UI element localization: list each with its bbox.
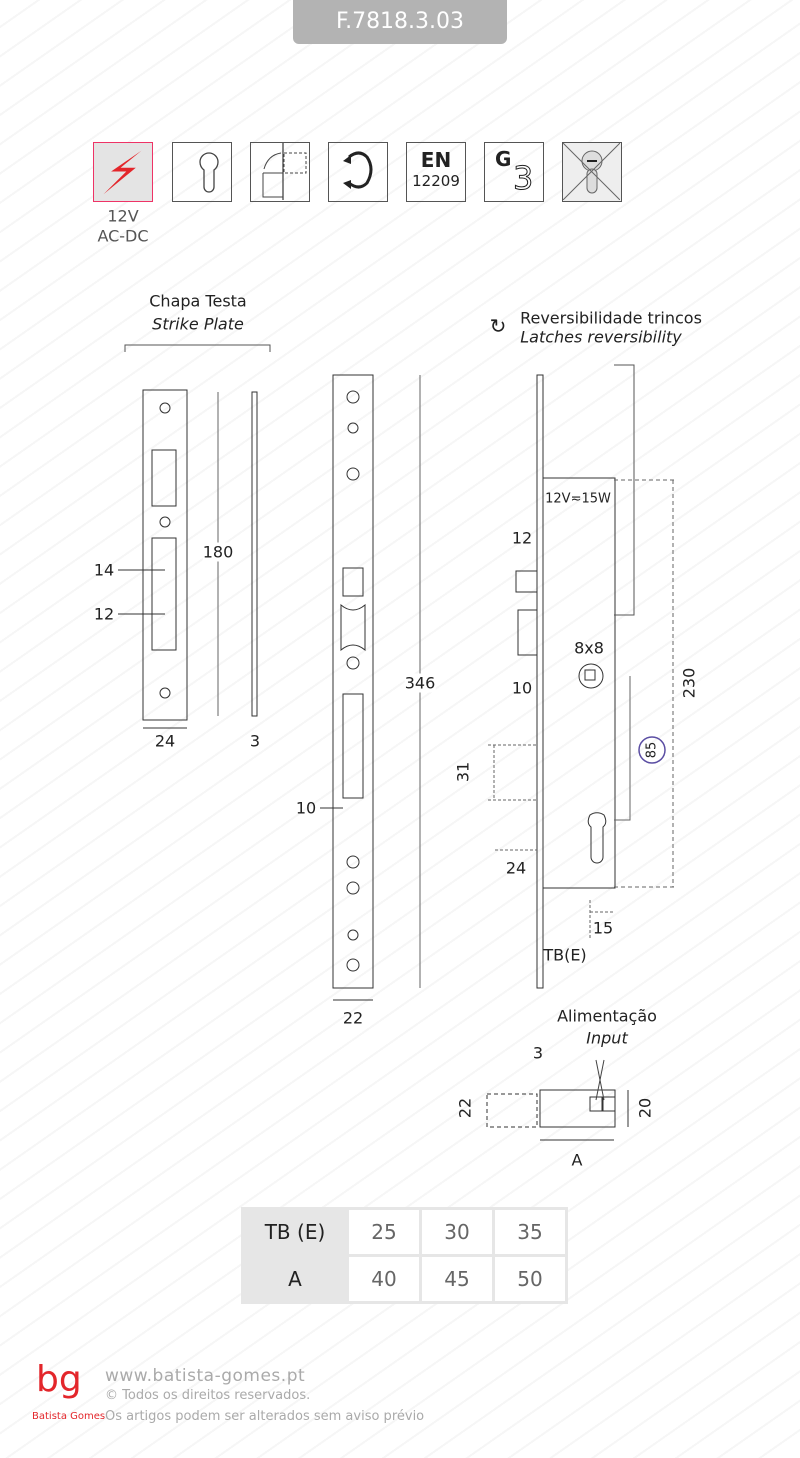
table-cell: 25	[349, 1210, 419, 1254]
table-cell: 50	[495, 1257, 565, 1301]
grade-number: 3	[512, 159, 534, 198]
table-cell: 35	[495, 1210, 565, 1254]
table-row: A 40 45 50	[244, 1257, 565, 1301]
latch-dim: 12	[511, 528, 533, 548]
door-reversible-icon	[250, 142, 310, 202]
strike-plate-side	[251, 391, 258, 717]
input-title: Alimentação	[557, 1006, 657, 1026]
copyright-icon: ©	[105, 1388, 123, 1403]
lock-faceplate	[536, 374, 544, 989]
en-number: 12209	[412, 172, 460, 190]
input-length-dim: A	[571, 1150, 583, 1170]
row-header: A	[244, 1257, 346, 1301]
product-code: F.7818.3.03	[293, 0, 507, 44]
grade-icon: G 3	[484, 142, 544, 202]
lock-case	[542, 477, 616, 889]
strike-plate-title: Chapa Testa	[149, 291, 247, 311]
website-link[interactable]: www.batista-gomes.pt	[105, 1366, 306, 1386]
strike-height: 180	[202, 542, 234, 562]
height-dim: 230	[679, 667, 699, 699]
input-gap-dim: 3	[532, 1043, 544, 1063]
faceplate-offset: 10	[295, 798, 317, 818]
input-left-dim: 22	[455, 1097, 475, 1119]
center-dim: 85	[644, 741, 660, 759]
en-text: EN	[420, 148, 452, 172]
strike-thickness: 3	[249, 731, 261, 751]
power-rating: 12V≂15W	[545, 491, 611, 507]
square-dim: 8x8	[574, 638, 604, 658]
swing-dim: 31	[453, 761, 473, 783]
faceplate-length: 346	[404, 673, 436, 693]
euro-cylinder-icon	[172, 142, 232, 202]
lock-subtitle: Latches reversibility	[520, 327, 682, 347]
no-cylinder-icon	[562, 142, 622, 202]
input-right-dim: 20	[635, 1097, 655, 1119]
table-cell: 40	[349, 1257, 419, 1301]
lock-title: Reversibilidade trincos	[520, 308, 702, 328]
strike-bracket	[124, 344, 271, 352]
brand-logo: bg	[36, 1359, 82, 1400]
table-cell: 45	[422, 1257, 492, 1301]
electric-icon	[93, 142, 153, 202]
table-cell: 30	[422, 1210, 492, 1254]
gap-dim: 10	[511, 678, 533, 698]
copyright-text: Todos os direitos reservados.	[122, 1388, 311, 1403]
strike-width: 24	[154, 731, 176, 751]
faceplate	[332, 374, 374, 989]
voltage-label: 12V	[107, 206, 139, 226]
strike-plate-subtitle: Strike Plate	[152, 314, 244, 334]
table-row: TB (E) 25 30 35	[244, 1210, 565, 1254]
row-header: TB (E)	[244, 1210, 346, 1254]
reverse-icon: ↻	[489, 314, 507, 338]
grade-letter: G	[495, 147, 512, 171]
reversible-latch-icon	[328, 142, 388, 202]
strike-dim-a: 14	[93, 560, 115, 580]
dimension-table: TB (E) 25 30 35 A 40 45 50	[241, 1207, 568, 1304]
strike-dim-b: 12	[93, 604, 115, 624]
faceplate-width: 22	[342, 1008, 364, 1028]
center-distance-circle	[638, 736, 666, 764]
strike-plate-front	[142, 389, 188, 721]
depth-dim: 24	[505, 858, 527, 878]
copyright: © Todos os direitos reservados.	[105, 1388, 310, 1403]
en-standard-icon: EN 12209	[406, 142, 466, 202]
offset-dim: 15	[592, 918, 614, 938]
current-label: AC-DC	[97, 226, 149, 246]
input-subtitle: Input	[586, 1028, 628, 1048]
backset-dim: TB(E)	[543, 945, 587, 965]
brand-name: Batista Gomes	[32, 1411, 106, 1422]
notice: Os artigos podem ser alterados sem aviso…	[105, 1409, 425, 1424]
